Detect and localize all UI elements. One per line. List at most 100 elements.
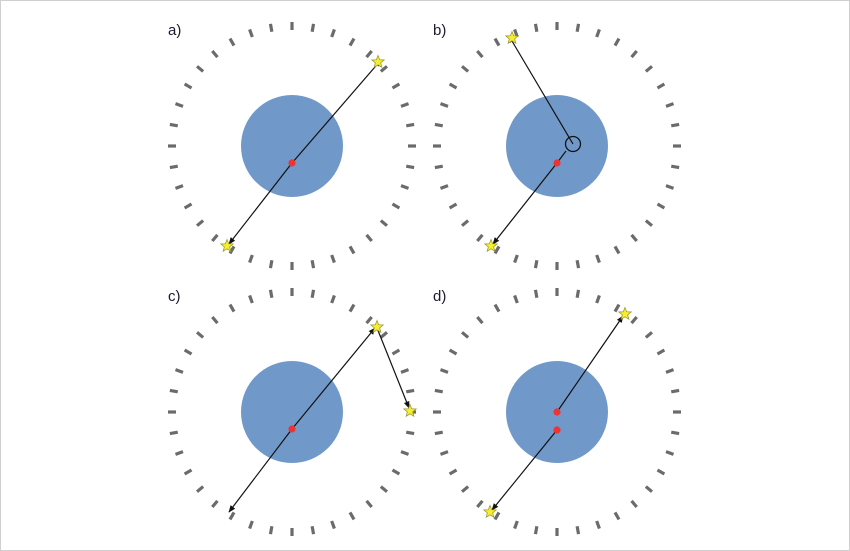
star-shape: [504, 30, 520, 45]
detector-tick: [656, 82, 666, 90]
detector-tick: [460, 219, 470, 227]
detector-tick: [195, 219, 205, 227]
detector-tick: [448, 468, 458, 476]
detector-tick: [613, 511, 621, 521]
detector-tick: [460, 65, 470, 73]
detector-tick: [391, 468, 401, 476]
detector-tick: [656, 468, 666, 476]
detector-tick: [665, 368, 675, 374]
detector-tick: [493, 511, 501, 521]
detector-tick: [493, 37, 501, 47]
star-icon: [482, 504, 498, 519]
detector-tick: [195, 485, 205, 493]
detector-tick: [183, 82, 193, 90]
star-icon: [504, 30, 520, 45]
detector-tick: [391, 202, 401, 210]
detector-tick: [174, 184, 184, 190]
detector-tick: [330, 294, 336, 304]
scatter-line: [376, 327, 410, 409]
detector-tick: [183, 348, 193, 356]
detector-tick: [169, 388, 179, 394]
detector-tick: [575, 525, 581, 535]
detector-tick: [248, 254, 254, 264]
detector-tick: [211, 499, 219, 509]
star-shape: [483, 238, 499, 253]
detector-tick: [379, 65, 389, 73]
star-icon: [370, 54, 386, 69]
detector-tick: [405, 122, 415, 128]
emission-line: [508, 35, 574, 145]
panel-c: c): [168, 288, 418, 536]
detector-tick: [513, 294, 519, 304]
source-point: [553, 426, 561, 434]
detector-tick: [434, 122, 444, 128]
detector-tick: [644, 65, 654, 73]
detector-tick: [434, 388, 444, 394]
detector-tick: [348, 511, 356, 521]
ring-marker: [564, 135, 582, 153]
detector-tick: [670, 430, 680, 436]
emission-line: [491, 429, 558, 511]
star-icon: [219, 238, 235, 253]
star-icon: [369, 319, 385, 334]
emission-line: [492, 162, 558, 245]
detector-tick: [493, 303, 501, 313]
detector-tick: [211, 315, 219, 325]
detector-tick: [493, 245, 501, 255]
detector-tick: [379, 219, 389, 227]
emission-line: [291, 59, 382, 164]
detector-tick: [310, 259, 316, 269]
panel-d: d): [433, 288, 681, 536]
detector-tick: [330, 520, 336, 530]
detector-tick: [405, 164, 415, 170]
emission-line: [556, 315, 624, 413]
detector-tick: [644, 485, 654, 493]
panel-label-d: d): [433, 288, 446, 305]
detector-tick: [533, 289, 539, 299]
detector-tick: [613, 303, 621, 313]
detector-tick: [533, 23, 539, 33]
detector-tick: [656, 348, 666, 356]
detector-tick: [365, 499, 373, 509]
panel-label-a: a): [168, 22, 181, 39]
star-icon: [483, 238, 499, 253]
detector-tick: [670, 388, 680, 394]
detector-tick: [670, 122, 680, 128]
detector-tick: [248, 28, 254, 38]
detector-ring: [433, 22, 681, 270]
detector-tick: [379, 331, 389, 339]
detector-tick: [434, 430, 444, 436]
detector-tick: [169, 164, 179, 170]
detector-tick: [248, 294, 254, 304]
detector-tick: [310, 289, 316, 299]
detector-tick: [228, 303, 236, 313]
detector-tick: [365, 233, 373, 243]
detector-tick: [476, 233, 484, 243]
detector-tick: [310, 23, 316, 33]
body-disk: [241, 95, 343, 197]
star-shape: [369, 319, 385, 334]
detector-tick: [533, 259, 539, 269]
detector-tick: [379, 485, 389, 493]
panel-label-c: c): [168, 288, 181, 305]
star-shape: [482, 504, 498, 519]
detector-tick: [656, 202, 666, 210]
detector-tick: [211, 233, 219, 243]
detector-tick: [174, 450, 184, 456]
detector-tick: [195, 331, 205, 339]
detector-tick: [228, 511, 236, 521]
star-icon: [617, 306, 633, 321]
detector-tick: [476, 499, 484, 509]
detector-tick: [630, 315, 638, 325]
detector-tick: [365, 315, 373, 325]
detector-tick: [448, 348, 458, 356]
detector-tick: [644, 331, 654, 339]
detector-tick: [665, 450, 675, 456]
detector-tick: [400, 368, 410, 374]
detector-tick: [460, 331, 470, 339]
detector-tick: [174, 102, 184, 108]
detector-tick: [630, 233, 638, 243]
detector-tick: [211, 49, 219, 59]
detector-tick: [575, 23, 581, 33]
